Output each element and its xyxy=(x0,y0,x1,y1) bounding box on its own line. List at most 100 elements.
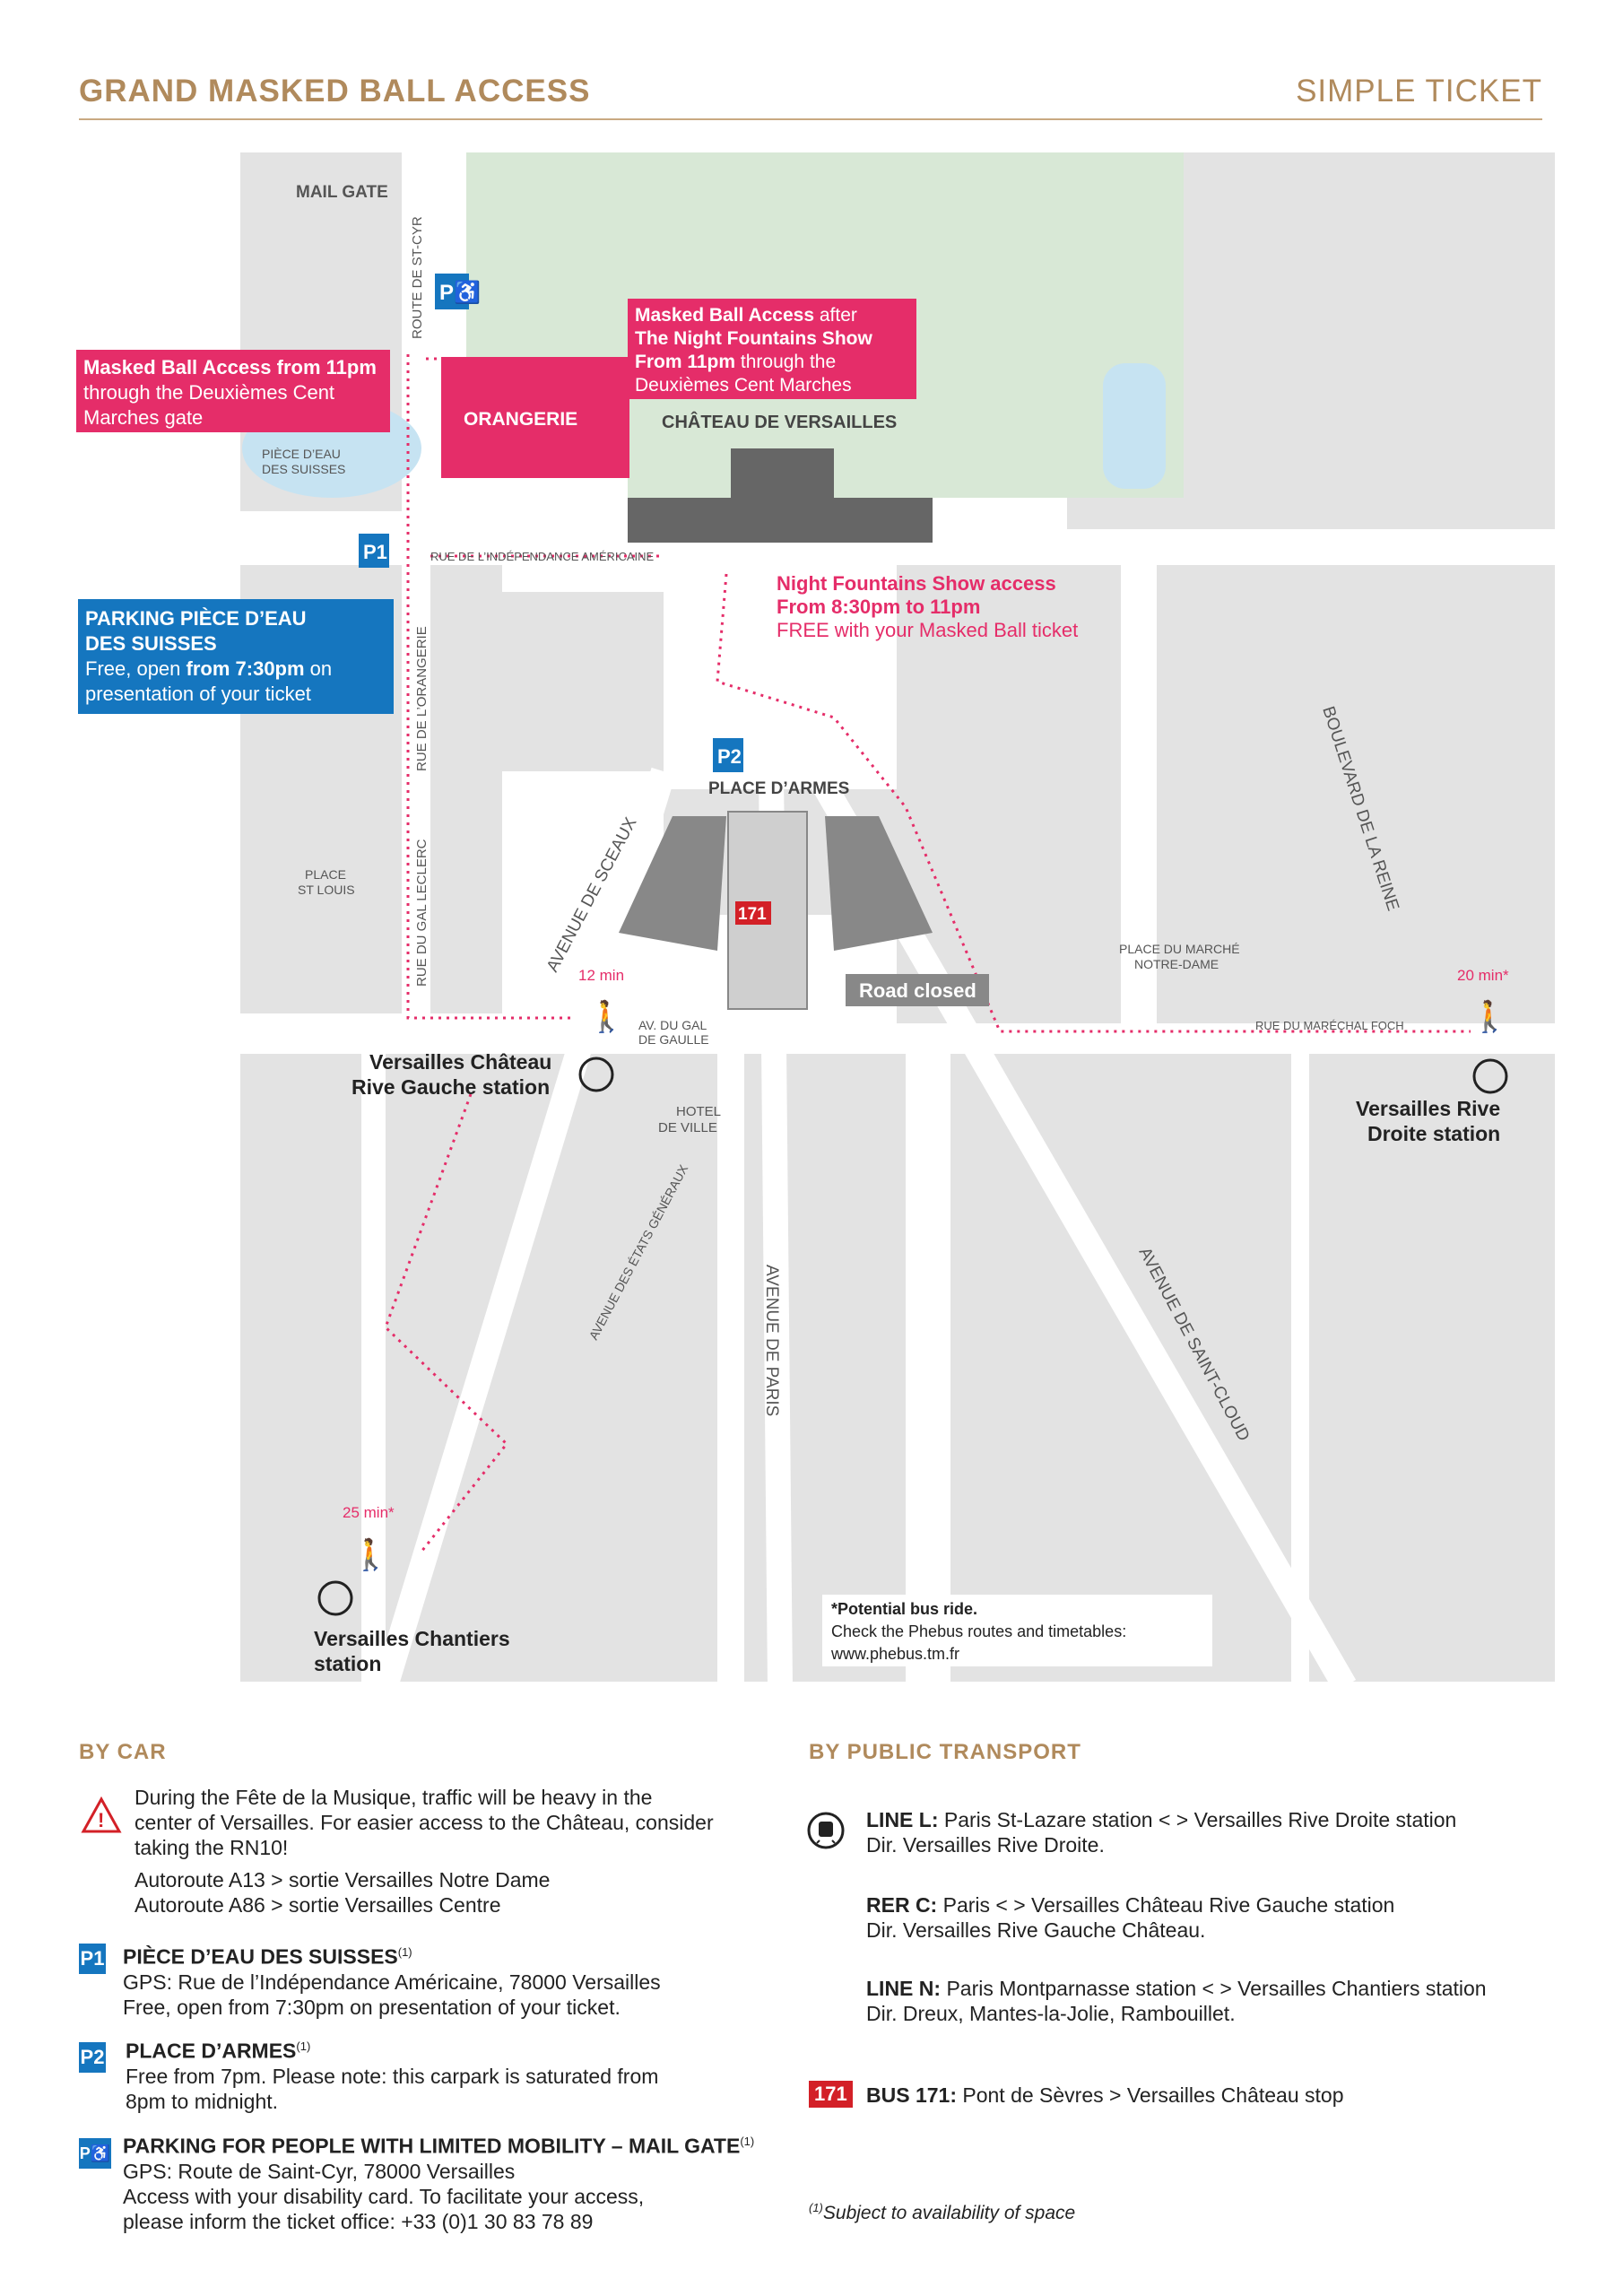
rue-gal-leclerc-label: RUE DU GAL LECLERC xyxy=(414,839,430,987)
piece-eau-label-1: PIÈCE D’EAU xyxy=(262,447,341,461)
callout-top-l4: Deuxièmes Cent Marches xyxy=(635,375,852,396)
p2-badge xyxy=(713,738,743,772)
walk-icon-12: 🚶 xyxy=(587,999,625,1034)
chateau-building xyxy=(628,448,933,543)
night-l1: Night Fountains Show access xyxy=(777,572,1056,595)
place-marche-2: NOTRE-DAME xyxy=(1134,957,1219,971)
pmr-parking-icon: P♿ xyxy=(439,280,481,305)
rue-orangerie-label: RUE DE L’ORANGERIE xyxy=(414,626,430,771)
car-warning: During the Fête de la Musique, traffic w… xyxy=(135,1785,780,1918)
bus-171-legend-badge: 171 xyxy=(809,2081,853,2108)
line-n-label: LINE N: xyxy=(866,1977,942,2000)
parking-p2-info: PLACE D’ARMES(1) Free from 7pm. Please n… xyxy=(126,2034,789,2114)
bus-label: BUS 171: xyxy=(866,2083,957,2107)
orangerie-building xyxy=(441,357,629,478)
pmr-line1: GPS: Route de Saint-Cyr, 78000 Versaille… xyxy=(123,2159,516,2183)
parking-pmr-info: PARKING FOR PEOPLE WITH LIMITED MOBILITY… xyxy=(123,2129,804,2234)
p1-icon: P1 xyxy=(79,1944,106,1974)
night-l2: From 8:30pm to 11pm xyxy=(777,596,981,618)
bus-note-3: www.phebus.tm.fr xyxy=(830,1645,959,1663)
train-icon xyxy=(807,1812,845,1849)
callout-top-l1b: after xyxy=(814,305,857,326)
pmr-line2: Access with your disability card. To fac… xyxy=(123,2184,645,2208)
walk-icon-20: 🚶 xyxy=(1471,999,1508,1034)
avenue-paris-label: AVENUE DE PARIS xyxy=(762,1265,781,1416)
gardens xyxy=(466,152,1184,498)
p2-line1: Free from 7pm. Please note: this carpark… xyxy=(126,2064,659,2088)
piece-eau-label-2: DES SUISSES xyxy=(262,462,345,476)
night-l3: FREE with your Masked Ball ticket xyxy=(777,619,1079,641)
rer-c-label: RER C: xyxy=(866,1893,938,1917)
p1-label: P1 xyxy=(363,541,387,563)
station-ch-1: Versailles Chantiers xyxy=(314,1627,510,1650)
bus-171-label: 171 xyxy=(738,905,767,924)
bus-route: Pont de Sèvres > Versailles Château stop xyxy=(956,2083,1344,2107)
warning-l2: center of Versailles. For easier access … xyxy=(135,1811,714,1834)
hotel-ville-1: HOTEL xyxy=(676,1104,721,1119)
p2-footnote-mark: (1) xyxy=(296,2039,311,2053)
by-car-title: BY CAR xyxy=(79,1740,167,1764)
callout-masked-ball-left: Masked Ball Access from 11pm through the… xyxy=(76,350,390,432)
callout-left-line2: through the Deuxièmes Cent xyxy=(83,381,335,404)
header-divider xyxy=(79,118,1542,120)
rue-independance-label: RUE DE L’INDÉPENDANCE AMÉRICAINE xyxy=(430,550,655,563)
warning-icon: ! xyxy=(81,1796,122,1834)
station-ch-2: station xyxy=(314,1652,381,1675)
orangerie-label: ORANGERIE xyxy=(464,409,577,430)
callout-parking-p1: PARKING PIÈCE D’EAU DES SUISSES Free, op… xyxy=(78,599,394,714)
line-l-route: Paris St-Lazare station < > Versailles R… xyxy=(938,1808,1457,1831)
station-rd-1: Versailles Rive xyxy=(1356,1097,1500,1120)
bus-171-info: BUS 171: Pont de Sèvres > Versailles Châ… xyxy=(866,2083,1584,2108)
footnote-mark: (1) xyxy=(809,2201,823,2214)
place-armes-label: PLACE D’ARMES xyxy=(708,779,849,798)
av-gaulle-2: DE GAULLE xyxy=(638,1032,709,1047)
rue-foch-label: RUE DU MARÉCHAL FOCH xyxy=(1255,1019,1404,1032)
p2-icon: P2 xyxy=(79,2042,106,2073)
station-rg-1: Versailles Château xyxy=(369,1050,551,1074)
parking-l3a: Free, open xyxy=(85,657,187,680)
train-icon-ch xyxy=(317,1580,353,1616)
pmr-line3: please inform the ticket office: +33 (0)… xyxy=(123,2209,594,2233)
parking-l2: DES SUISSES xyxy=(85,632,217,655)
warning-l3: taking the RN10! xyxy=(135,1836,289,1859)
callout-top-l3b: through the xyxy=(735,352,837,372)
line-l-label: LINE L: xyxy=(866,1808,939,1831)
rer-c-info: RER C: Paris < > Versailles Château Rive… xyxy=(866,1892,1584,1943)
parking-l1: PARKING PIÈCE D’EAU xyxy=(85,607,307,630)
line-l-dir: Dir. Versailles Rive Droite. xyxy=(866,1833,1105,1857)
stables-right xyxy=(825,816,933,951)
route-st-cyr-label: ROUTE DE ST-CYR xyxy=(410,216,425,339)
pmr-parking-badge xyxy=(435,274,469,309)
callout-night-fountains: Night Fountains Show access From 8:30pm … xyxy=(777,572,1153,642)
parking-p1-info: PIÈCE D’EAU DES SUISSES(1) GPS: Rue de l… xyxy=(123,1940,786,2020)
callout-left-line1: Masked Ball Access from 11pm xyxy=(83,356,377,378)
callout-masked-ball-top: Masked Ball Access after The Night Fount… xyxy=(628,299,916,399)
bus-note-1: *Potential bus ride. xyxy=(831,1600,977,1618)
p1-line2: Free, open from 7:30pm on presentation o… xyxy=(123,1995,621,2019)
time-20: 20 min* xyxy=(1457,967,1509,984)
route-2: Autoroute A86 > sortie Versailles Centre xyxy=(135,1893,501,1917)
p2-label: P2 xyxy=(717,745,742,768)
line-n-route: Paris Montparnasse station < > Versaille… xyxy=(941,1977,1487,2000)
mail-gate-label: MAIL GATE xyxy=(296,183,388,202)
line-l-info: LINE L: Paris St-Lazare station < > Vers… xyxy=(866,1807,1584,1857)
rer-c-route: Paris < > Versailles Château Rive Gauche… xyxy=(937,1893,1395,1917)
hotel-ville-2: DE VILLE xyxy=(658,1120,717,1135)
p1-badge xyxy=(359,534,389,568)
pmr-parking-icon-legend: P♿ xyxy=(79,2138,111,2169)
pmr-title: PARKING FOR PEOPLE WITH LIMITED MOBILITY… xyxy=(123,2134,741,2158)
time-12: 12 min xyxy=(578,967,624,984)
station-rd-2: Droite station xyxy=(1367,1122,1500,1145)
callout-top-l1a: Masked Ball Access xyxy=(635,305,815,326)
line-n-info: LINE N: Paris Montparnasse station < > V… xyxy=(866,1976,1584,2026)
availability-footnote: (1)Subject to availability of space xyxy=(809,2201,1075,2224)
footnote-text: Subject to availability of space xyxy=(822,2203,1076,2223)
page-title: GRAND MASKED BALL ACCESS xyxy=(79,74,591,109)
train-icon-rg xyxy=(578,1057,614,1092)
warning-l1: During the Fête de la Musique, traffic w… xyxy=(135,1786,653,1809)
bus-note-box xyxy=(822,1595,1212,1666)
parking-l3c: on xyxy=(304,657,333,680)
place-st-louis-1: PLACE xyxy=(305,867,346,882)
stables-left xyxy=(619,816,726,951)
bus-171-badge xyxy=(735,901,771,925)
